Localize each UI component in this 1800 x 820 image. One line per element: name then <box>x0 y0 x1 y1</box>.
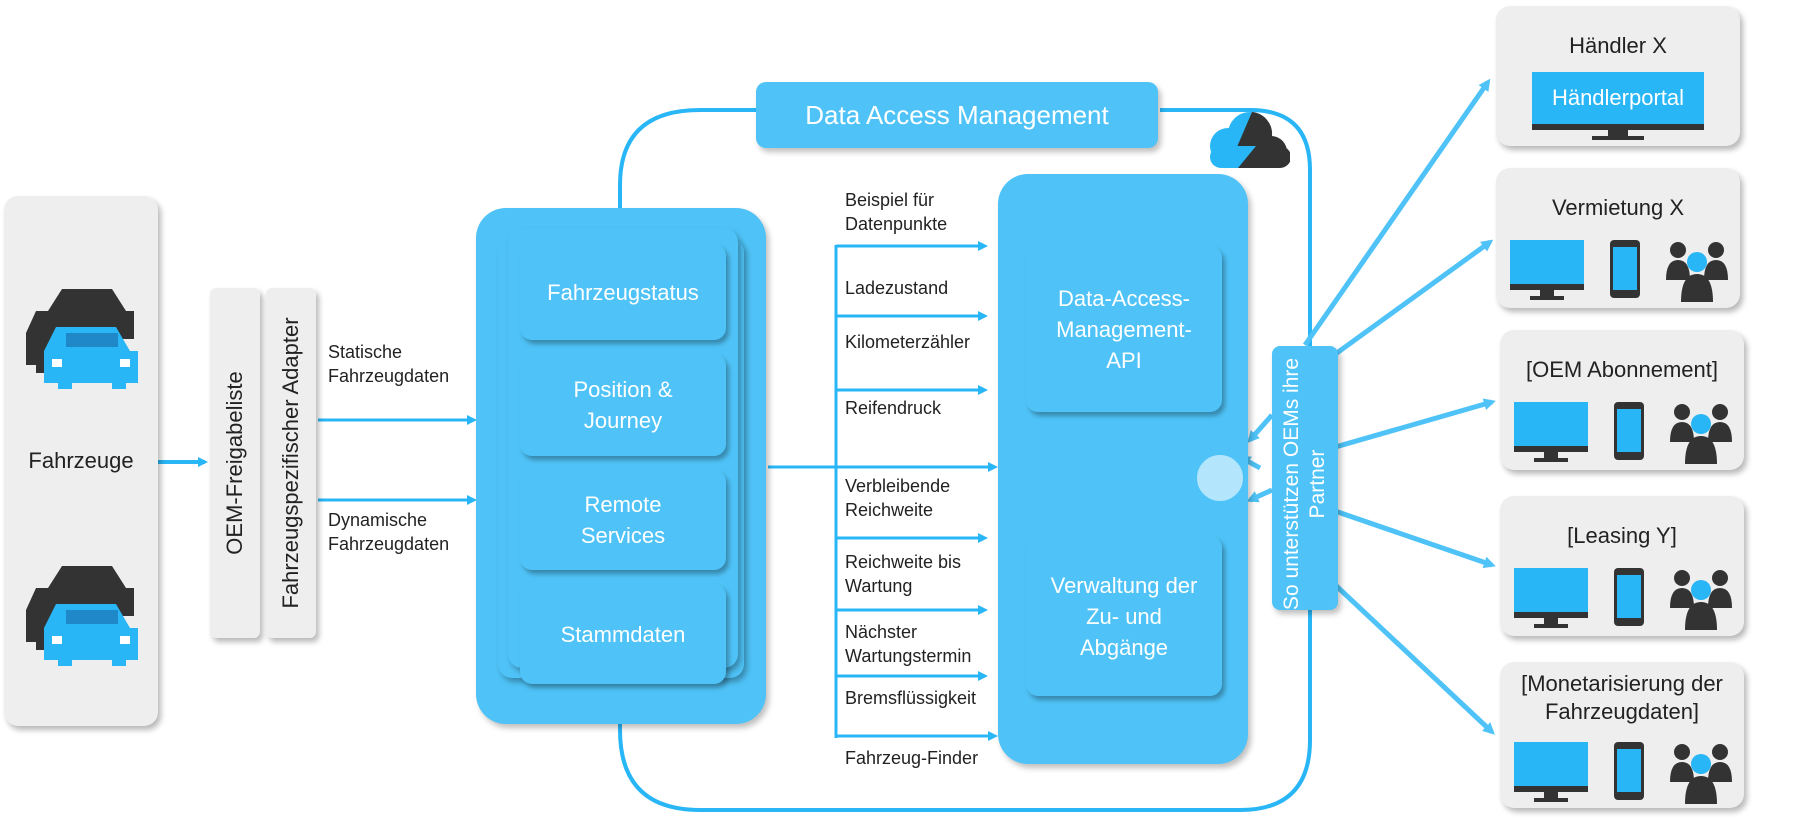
smartphone-icon <box>1614 402 1644 460</box>
service-stammdaten: Stammdaten <box>520 584 726 684</box>
datapoints-header: Beispiel für Datenpunkte <box>845 190 948 234</box>
data-access-management-header: Data Access Management <box>756 82 1158 148</box>
partner-title: [Leasing Y] <box>1567 523 1677 548</box>
datapoint-item: Reifendruck <box>845 398 942 418</box>
datapoint-item: Bremsflüssigkeit <box>845 688 977 708</box>
partner-haendler: Händler X Händlerportal <box>1496 6 1740 146</box>
datapoint-item: Nächster Wartungstermin <box>845 622 972 666</box>
monitor-icon <box>1514 742 1588 802</box>
dynamic-data-label: Dynamische Fahrzeugdaten <box>328 510 450 554</box>
dealer-portal-screen: Händlerportal <box>1532 72 1704 124</box>
partner-title: [OEM Abonnement] <box>1526 357 1718 382</box>
whitelist-label: OEM-Freigabeliste <box>222 371 247 555</box>
service-position-journey: Position & Journey <box>520 354 726 456</box>
partner-title: Vermietung X <box>1551 195 1685 220</box>
services-stack: Fahrzeugstatus Position & Journey Remote… <box>476 208 766 724</box>
partner-vermietung: Vermietung X <box>1496 168 1740 308</box>
car-icon <box>26 289 138 389</box>
partner-title: [Monetarisierung der Fahrzeugdaten] <box>1521 671 1723 724</box>
car-icon <box>26 566 138 666</box>
adapter-bar: Fahrzeugspezifischer Adapter <box>266 288 316 638</box>
adapter-label: Fahrzeugspezifischer Adapter <box>278 317 303 609</box>
people-icon <box>1670 570 1732 630</box>
partner-monetarisierung: [Monetarisierung der Fahrzeugdaten] <box>1500 662 1744 808</box>
service-remote-services: Remote Services <box>520 470 726 570</box>
monitor-icon <box>1514 402 1588 462</box>
vehicles-label: Fahrzeuge <box>28 448 134 473</box>
datapoint-item: Fahrzeug-Finder <box>845 748 979 768</box>
partner-bar: So unterstützen OEMs ihre Partner <box>1272 346 1338 610</box>
partner-oem-abo: [OEM Abonnement] <box>1500 330 1744 470</box>
smartphone-icon <box>1614 742 1644 800</box>
monitor-icon <box>1510 240 1584 300</box>
partner-bar-label: So unterstützen OEMs ihre Partner <box>1280 357 1329 611</box>
datapoint-item: Kilometerzähler <box>845 332 971 352</box>
connector-dot <box>1194 452 1246 504</box>
partner-leasing: [Leasing Y] <box>1500 496 1744 636</box>
monitor-icon <box>1514 568 1588 628</box>
people-icon <box>1666 242 1728 302</box>
api-panel: Data-Access-Management-API Verwaltung de… <box>998 174 1248 764</box>
people-icon <box>1670 404 1732 464</box>
smartphone-icon <box>1610 240 1640 298</box>
cloud-icon <box>1210 112 1290 168</box>
partner-title: Händler X <box>1569 33 1667 58</box>
admin-box: Verwaltung der Zu- und Abgänge <box>1026 536 1222 696</box>
api-box: Data-Access-Management-API <box>1026 246 1222 412</box>
smartphone-icon <box>1614 568 1644 626</box>
people-icon <box>1670 744 1732 804</box>
whitelist-bar: OEM-Freigabeliste <box>210 288 260 638</box>
service-fahrzeugstatus: Fahrzeugstatus <box>520 244 726 340</box>
static-data-label: Statische Fahrzeugdaten <box>328 342 450 386</box>
vehicles-panel: Fahrzeuge <box>4 196 158 726</box>
dam-loop <box>618 108 1312 812</box>
datapoint-item: Reichweite bis Wartung <box>845 552 962 596</box>
datapoint-item: Ladezustand <box>845 278 949 298</box>
datapoint-item: Verbleibende Reichweite <box>845 476 951 520</box>
